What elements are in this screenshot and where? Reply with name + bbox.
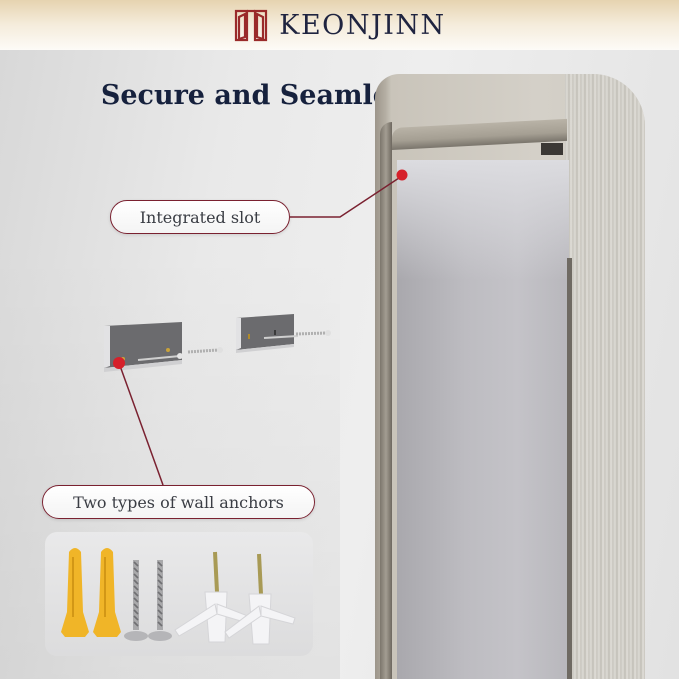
brand-name: KEONJINN — [279, 9, 446, 41]
keonjinn-logo-icon — [235, 9, 268, 42]
butterfly-anchor-icon — [224, 553, 296, 645]
plastic-anchor-icon — [61, 548, 89, 637]
screw-icon — [124, 560, 148, 641]
mirror-glass-highlight — [397, 160, 569, 280]
butterfly-anchor-icon — [174, 551, 254, 643]
callout-wall-anchors: Two types of wall anchors — [42, 485, 315, 519]
mirror-side-strip — [567, 258, 572, 679]
slot-notch — [541, 143, 563, 155]
wall-bracket-right — [236, 314, 331, 353]
mirror-left-track — [380, 122, 392, 679]
brand-header: KEONJINN — [0, 0, 679, 50]
wall-bracket-left — [104, 322, 223, 372]
screw-icon — [148, 560, 172, 641]
callout-integrated-slot: Integrated slot — [110, 200, 290, 234]
plastic-anchor-icon — [93, 548, 121, 637]
hardware-items — [61, 548, 296, 645]
mirror-brushed-side — [565, 74, 645, 679]
